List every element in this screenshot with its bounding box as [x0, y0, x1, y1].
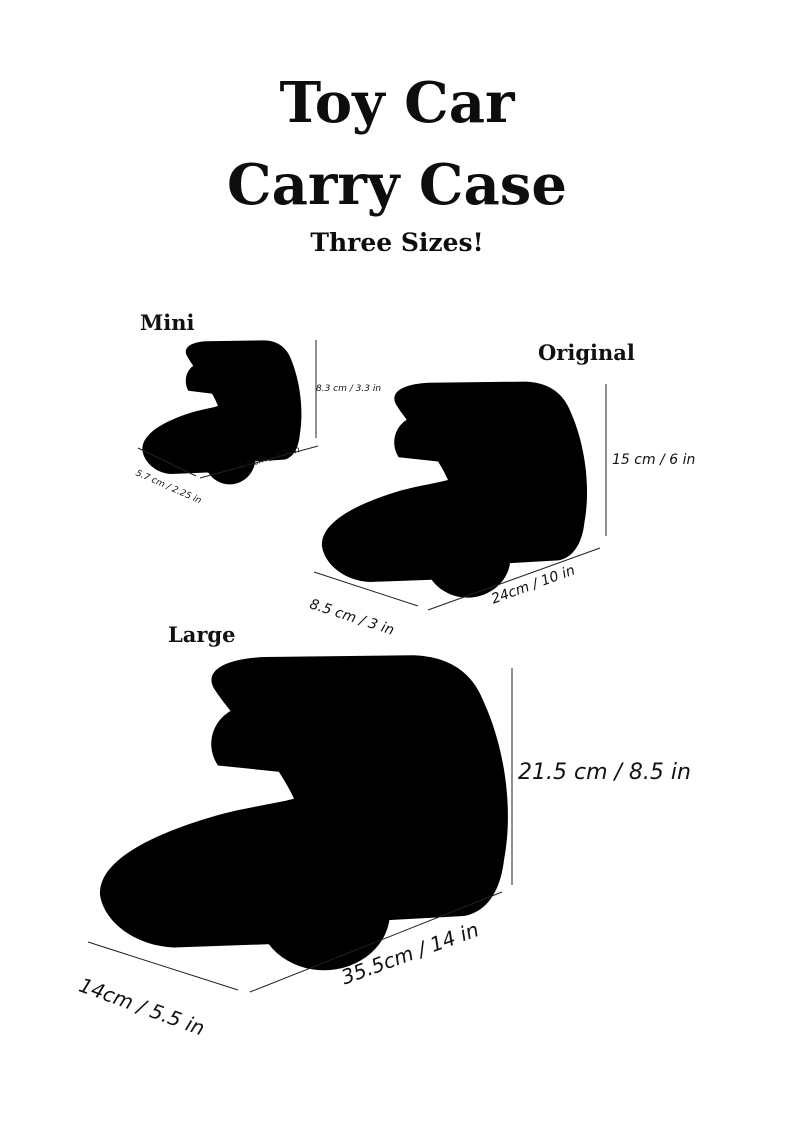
car-large	[99, 655, 508, 971]
size-label-original: Original	[538, 340, 635, 365]
large-width-arrow	[87, 941, 239, 991]
original-width-arrow	[313, 571, 419, 607]
large-length-arrow	[249, 891, 503, 993]
mini-width-arrow	[137, 447, 197, 477]
size-label-mini: Mini	[140, 310, 195, 335]
mini-length-arrow	[199, 445, 319, 479]
title-line-2: Carry Case	[227, 152, 567, 218]
car-original	[321, 381, 588, 598]
large-height-label: 21.5 cm / 8.5 in	[518, 760, 691, 785]
original-height-label: 15 cm / 6 in	[612, 452, 696, 468]
title-line-1: Toy Car	[279, 70, 515, 136]
mini-height-label: 8.3 cm / 3.3 in	[316, 384, 382, 394]
size-label-large: Large	[168, 622, 236, 647]
original-length-arrow	[427, 547, 601, 611]
subtitle: Three Sizes!	[310, 228, 484, 257]
car-mini	[142, 340, 302, 485]
